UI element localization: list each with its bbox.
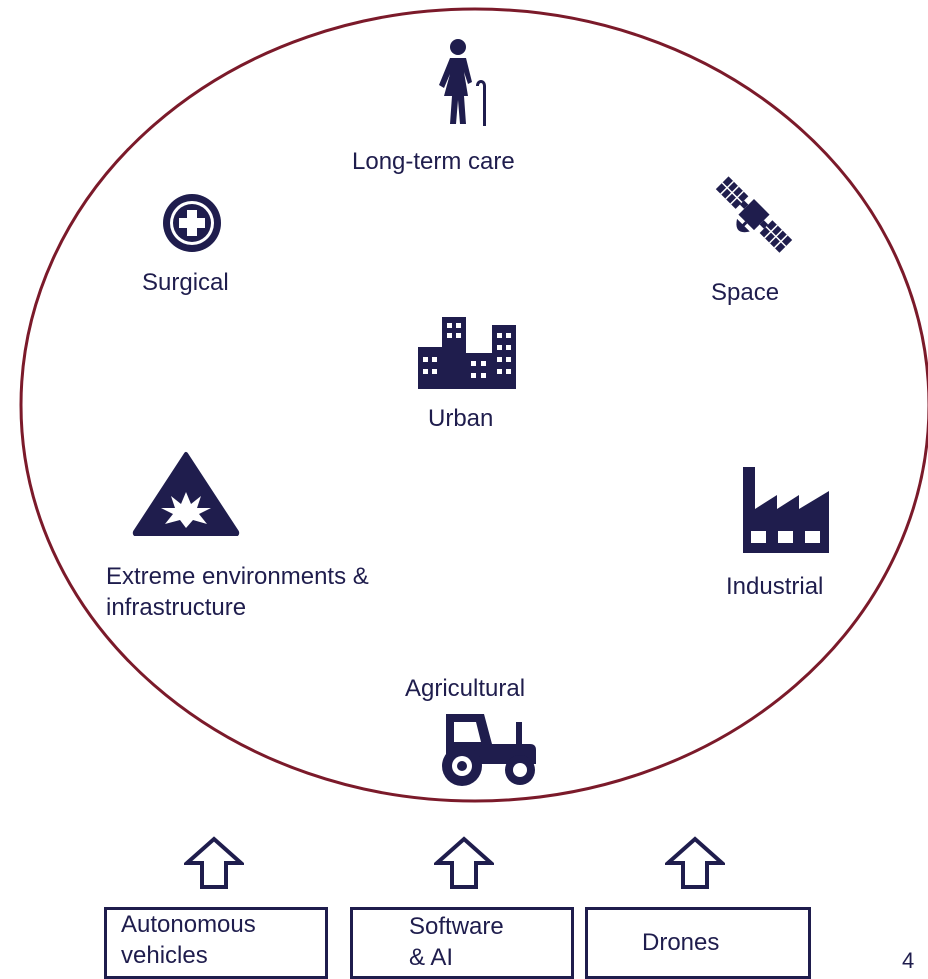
label-urban: Urban xyxy=(428,405,494,432)
tractor-icon xyxy=(442,714,536,786)
medical-cross-icon xyxy=(163,194,221,252)
enabler-software-line2: & AI xyxy=(409,944,454,971)
enabler-box-drones: Drones xyxy=(585,907,811,979)
enabler-software-line1: Software xyxy=(409,913,504,940)
enabler-autonomous-line1: Autonomous xyxy=(121,911,256,938)
up-arrow-icon xyxy=(434,836,494,889)
enabler-drones: Drones xyxy=(642,929,720,956)
label-extreme-line2: infrastructure xyxy=(106,594,247,621)
up-arrow-icon xyxy=(184,836,244,889)
label-industrial: Industrial xyxy=(726,573,824,600)
explosion-warning-icon xyxy=(132,452,240,536)
satellite-icon xyxy=(715,176,793,253)
city-buildings-icon xyxy=(418,317,516,389)
enabler-box-software-ai: Software & AI xyxy=(350,907,574,979)
label-space: Space xyxy=(711,279,780,306)
label-surgical: Surgical xyxy=(142,269,229,296)
page-number: 4 xyxy=(902,948,915,973)
label-extreme-line1: Extreme environments & xyxy=(106,563,369,590)
factory-icon xyxy=(743,467,829,553)
enabler-box-autonomous-vehicles: Autonomous vehicles xyxy=(104,907,328,979)
up-arrow-icon xyxy=(665,836,725,889)
label-long-term-care: Long-term care xyxy=(352,148,515,175)
label-agricultural: Agricultural xyxy=(405,675,526,702)
elderly-person-icon xyxy=(439,39,486,126)
enabler-autonomous-line2: vehicles xyxy=(121,942,208,969)
